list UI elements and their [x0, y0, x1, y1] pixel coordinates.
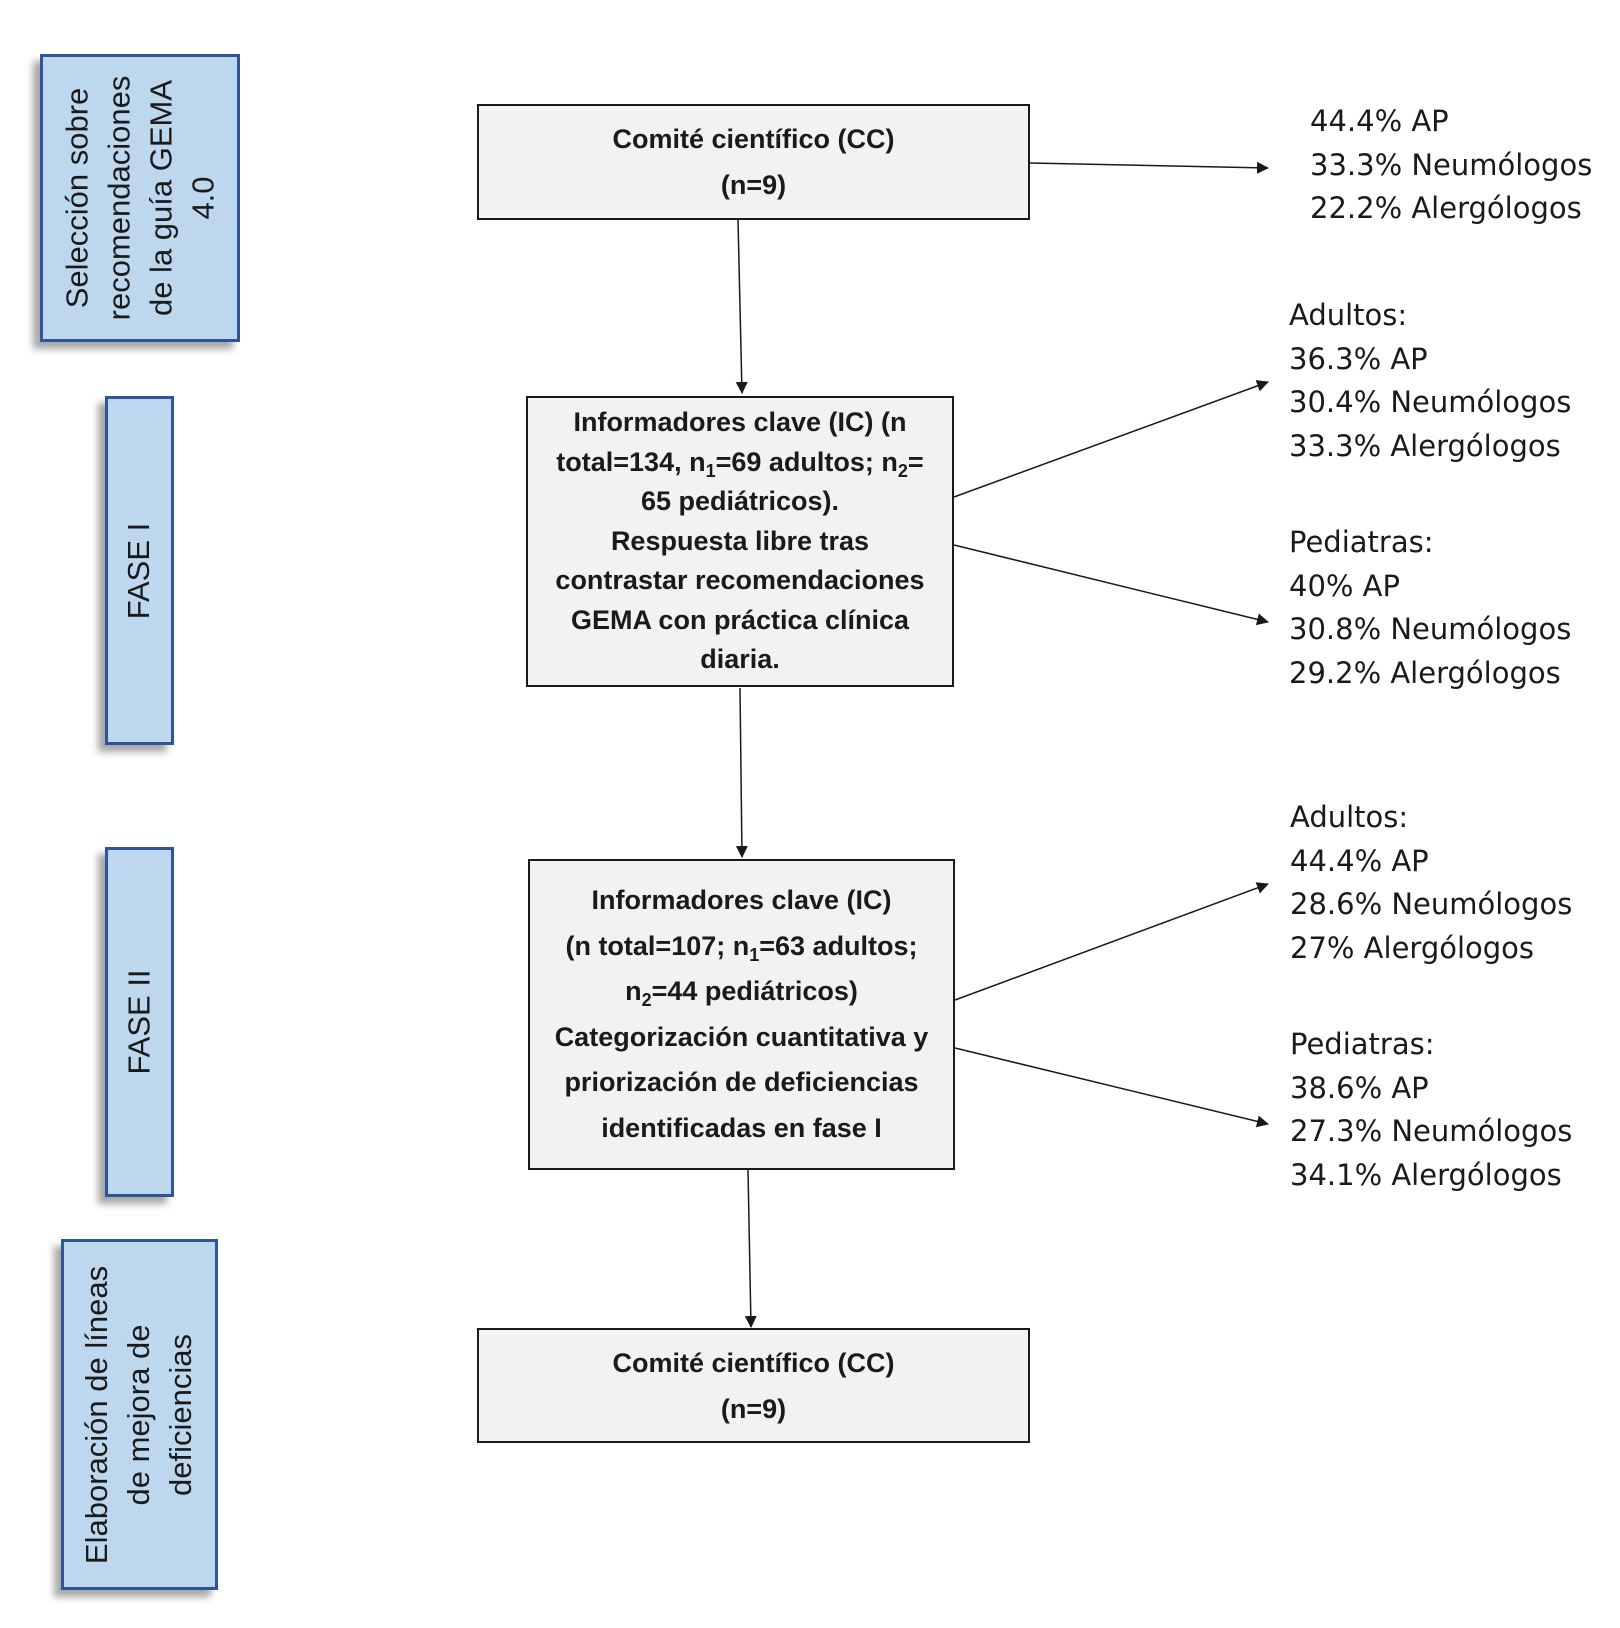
phase-label-selection-text: Selección sobre recomendaciones de la gu…: [59, 75, 221, 321]
arrow-cc-to-fase1: [735, 219, 748, 394]
stats-fase2-adultos: Adultos: 44.4% AP 28.6% Neumólogos 27% A…: [1290, 800, 1573, 965]
stats-fase2-pediatras: Pediatras: 38.6% AP 27.3% Neumólogos 34.…: [1290, 1027, 1573, 1192]
box-count: (n=9): [720, 1393, 787, 1424]
arrow-fase1-to-fase2: [735, 687, 748, 858]
box-informadores-fase1: Informadores clave (IC) (n total=134, n1…: [526, 396, 954, 687]
box-informadores-fase2: Informadores clave (IC) (n total=107; n1…: [528, 859, 955, 1170]
box-comite-cientifico-top: Comité científico (CC) (n=9): [477, 104, 1030, 220]
box-title: Comité científico (CC): [612, 1347, 895, 1378]
box-title: Comité científico (CC): [612, 124, 895, 154]
arrow-fase2-to-adultos: [954, 882, 1269, 1001]
phase-label-elaboracion-text: Elaboración de líneas de mejora de defic…: [79, 1265, 199, 1564]
phase-label-fase1: FASE I: [105, 396, 174, 745]
phase-label-fase2: FASE II: [105, 847, 174, 1197]
box-comite-cientifico-bottom: Comité científico (CC) (n=9): [477, 1328, 1030, 1443]
stats-comite-cientifico: 44.4% AP 33.3% Neumólogos 22.2% Alergólo…: [1310, 104, 1593, 225]
stats-fase1-pediatras: Pediatras: 40% AP 30.8% Neumólogos 29.2%…: [1289, 525, 1572, 690]
phase-label-fase1-text: FASE I: [121, 522, 157, 619]
box-count: (n=9): [720, 170, 787, 200]
phase-label-elaboracion: Elaboración de líneas de mejora de defic…: [61, 1239, 218, 1590]
phase-label-selection: Selección sobre recomendaciones de la gu…: [40, 54, 240, 342]
arrow-fase2-to-cc-bottom: [744, 1169, 757, 1328]
arrow-cc-to-stats: [1029, 161, 1269, 174]
arrow-fase2-to-pediatras: [954, 1047, 1269, 1128]
arrow-fase1-to-pediatras: [953, 544, 1269, 626]
stats-fase1-adultos: Adultos: 36.3% AP 30.4% Neumólogos 33.3%…: [1289, 298, 1572, 463]
phase-label-fase2-text: FASE II: [121, 969, 157, 1075]
arrow-fase1-to-adultos: [953, 380, 1269, 498]
